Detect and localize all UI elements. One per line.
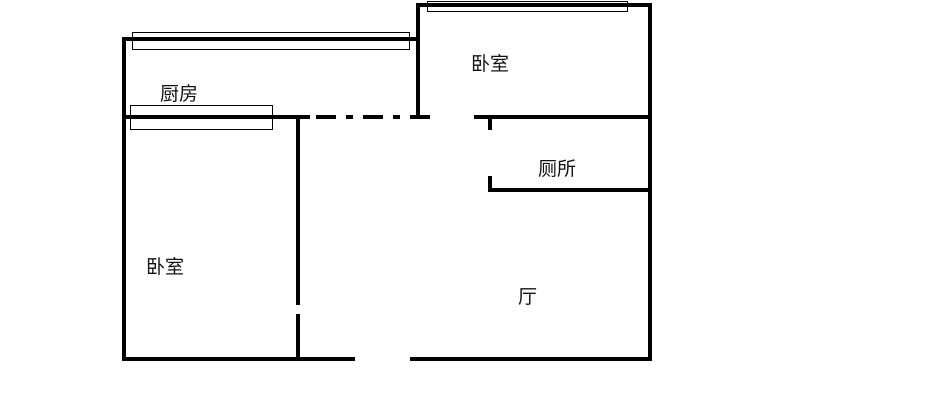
kitchen-counter-bottom: [130, 105, 273, 130]
room-label-toilet: 厕所: [538, 158, 577, 180]
room-label-bedroom-left: 卧室: [146, 256, 185, 278]
room-label-bedroom-top: 卧室: [471, 53, 510, 75]
window-bedroom-top: [427, 1, 628, 12]
kitchen-counter-top: [132, 32, 410, 50]
room-label-kitchen: 厨房: [160, 83, 199, 105]
room-label-living-room: 厅: [518, 286, 538, 308]
